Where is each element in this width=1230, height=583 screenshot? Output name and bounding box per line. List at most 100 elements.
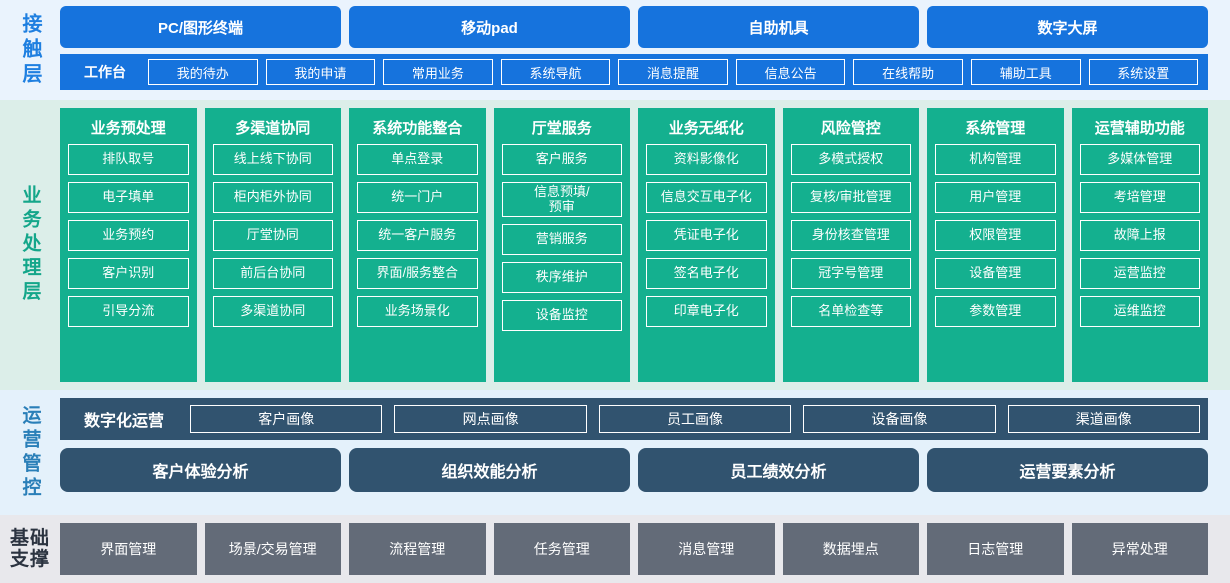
business-item[interactable]: 凭证电子化 bbox=[646, 220, 767, 251]
digital-ops-row: 数字化运营 客户画像 网点画像 员工画像 设备画像 渠道画像 bbox=[60, 398, 1208, 440]
business-item[interactable]: 排队取号 bbox=[68, 144, 189, 175]
business-column-items: 多媒体管理 考培管理 故障上报 运营监控 运维监控 bbox=[1079, 144, 1200, 327]
business-item[interactable]: 多模式授权 bbox=[790, 144, 911, 175]
workbench-item-application[interactable]: 我的申请 bbox=[265, 59, 376, 85]
ops-layer-band: 运营管控 数字化运营 客户画像 网点画像 员工画像 设备画像 渠道画像 客户体验… bbox=[0, 390, 1230, 515]
business-item[interactable]: 界面/服务整合 bbox=[357, 258, 478, 289]
business-item[interactable]: 参数管理 bbox=[935, 296, 1056, 327]
business-item[interactable]: 客户服务 bbox=[501, 144, 622, 175]
business-item[interactable]: 签名电子化 bbox=[646, 258, 767, 289]
business-item[interactable]: 多媒体管理 bbox=[1079, 144, 1200, 175]
business-item[interactable]: 业务场景化 bbox=[357, 296, 478, 327]
business-item[interactable]: 故障上报 bbox=[1079, 220, 1200, 251]
ops-layer-label: 运营管控 bbox=[0, 398, 60, 507]
business-item[interactable]: 身份核查管理 bbox=[790, 220, 911, 251]
analysis-item-org-efficiency[interactable]: 组织效能分析 bbox=[349, 448, 630, 492]
workbench-item-common-business[interactable]: 常用业务 bbox=[383, 59, 493, 85]
contact-layer-label: 接触层 bbox=[0, 6, 60, 94]
foundation-item-scene-transaction[interactable]: 场景/交易管理 bbox=[204, 523, 341, 575]
business-item[interactable]: 引导分流 bbox=[68, 296, 189, 327]
workbench-item-announcement[interactable]: 信息公告 bbox=[735, 59, 846, 85]
business-item[interactable]: 资料影像化 bbox=[646, 144, 767, 175]
foundation-item-data-tracking[interactable]: 数据埋点 bbox=[782, 523, 919, 575]
business-item[interactable]: 业务预约 bbox=[68, 220, 189, 251]
foundation-item-log-management[interactable]: 日志管理 bbox=[927, 523, 1064, 575]
channel-item-kiosk[interactable]: 自助机具 bbox=[638, 6, 919, 48]
business-item[interactable]: 客户识别 bbox=[68, 258, 189, 289]
business-item[interactable]: 厅堂协同 bbox=[212, 220, 333, 251]
business-item[interactable]: 冠字号管理 bbox=[790, 258, 911, 289]
analysis-item-label: 员工绩效分析 bbox=[730, 464, 827, 481]
foundation-item-ui-management[interactable]: 界面管理 bbox=[60, 523, 197, 575]
channel-item-bigscreen[interactable]: 数字大屏 bbox=[927, 6, 1208, 48]
business-column-title: 业务预处理 bbox=[90, 120, 166, 137]
channel-item-label: PC/图形终端 bbox=[157, 19, 243, 37]
foundation-item-label: 日志管理 bbox=[967, 541, 1024, 557]
analysis-item-employee-performance[interactable]: 员工绩效分析 bbox=[638, 448, 919, 492]
business-item[interactable]: 机构管理 bbox=[935, 144, 1056, 175]
ops-layer-label-text: 运营管控 bbox=[19, 404, 41, 501]
business-item[interactable]: 电子填单 bbox=[68, 182, 189, 213]
foundation-item-message-management[interactable]: 消息管理 bbox=[638, 523, 775, 575]
workbench-item-tools[interactable]: 辅助工具 bbox=[970, 59, 1081, 85]
portrait-item-channel[interactable]: 渠道画像 bbox=[1007, 405, 1200, 433]
business-item[interactable]: 信息交互电子化 bbox=[646, 182, 767, 213]
business-item[interactable]: 印章电子化 bbox=[646, 296, 767, 327]
business-item[interactable]: 用户管理 bbox=[935, 182, 1056, 213]
workbench-item-label: 常用业务 bbox=[411, 65, 464, 81]
foundation-layer-body: 界面管理 场景/交易管理 流程管理 任务管理 消息管理 数据埋点 日志管理 异常… bbox=[60, 523, 1230, 575]
business-column-items: 资料影像化 信息交互电子化 凭证电子化 签名电子化 印章电子化 bbox=[646, 144, 767, 327]
business-item[interactable]: 考培管理 bbox=[1079, 182, 1200, 213]
business-item[interactable]: 名单检查等 bbox=[790, 296, 911, 327]
business-layer-label: 业务处理层 bbox=[0, 108, 60, 382]
business-item[interactable]: 复核/审批管理 bbox=[790, 182, 911, 213]
portrait-item-label: 员工画像 bbox=[666, 411, 723, 427]
portrait-item-label: 设备画像 bbox=[871, 411, 928, 427]
analysis-item-ops-factors[interactable]: 运营要素分析 bbox=[927, 448, 1208, 492]
business-item[interactable]: 营销服务 bbox=[501, 224, 622, 256]
workbench-item-label: 信息公告 bbox=[764, 65, 817, 81]
portrait-item-customer[interactable]: 客户画像 bbox=[190, 405, 383, 433]
contact-layer-band: 接触层 PC/图形终端 移动pad 自助机具 数字大屏 工作台 我的待办 我的申… bbox=[0, 0, 1230, 100]
analysis-item-customer-experience[interactable]: 客户体验分析 bbox=[60, 448, 341, 492]
portrait-item-employee[interactable]: 员工画像 bbox=[598, 405, 792, 433]
business-column-lobby-service: 厅堂服务 客户服务 信息预填/ 预审 营销服务 秩序维护 设备监控 bbox=[493, 108, 630, 382]
business-item[interactable]: 线上线下协同 bbox=[212, 144, 333, 175]
business-item[interactable]: 前后台协同 bbox=[212, 258, 333, 289]
business-column-system-integration: 系统功能整合 单点登录 统一门户 统一客户服务 界面/服务整合 业务场景化 bbox=[349, 108, 486, 382]
channel-row: PC/图形终端 移动pad 自助机具 数字大屏 bbox=[60, 6, 1208, 48]
foundation-item-task-management[interactable]: 任务管理 bbox=[493, 523, 630, 575]
business-item[interactable]: 运维监控 bbox=[1079, 296, 1200, 327]
business-item[interactable]: 运营监控 bbox=[1079, 258, 1200, 289]
business-item[interactable]: 权限管理 bbox=[935, 220, 1056, 251]
business-column-title: 系统功能整合 bbox=[372, 120, 463, 137]
workbench-item-online-help[interactable]: 在线帮助 bbox=[853, 59, 963, 85]
portrait-item-branch[interactable]: 网点画像 bbox=[394, 405, 587, 433]
workbench-item-system-nav[interactable]: 系统导航 bbox=[500, 59, 611, 85]
foundation-item-label: 任务管理 bbox=[533, 541, 590, 557]
workbench-item-todo[interactable]: 我的待办 bbox=[148, 59, 258, 85]
business-item[interactable]: 统一门户 bbox=[357, 182, 478, 213]
workbench-item-message-alert[interactable]: 消息提醒 bbox=[618, 59, 728, 85]
business-item[interactable]: 柜内柜外协同 bbox=[212, 182, 333, 213]
channel-item-pad[interactable]: 移动pad bbox=[349, 6, 630, 48]
portrait-item-label: 渠道画像 bbox=[1075, 411, 1132, 427]
ops-layer-body: 数字化运营 客户画像 网点画像 员工画像 设备画像 渠道画像 客户体验分析 组织… bbox=[60, 398, 1230, 507]
business-item[interactable]: 秩序维护 bbox=[501, 262, 622, 294]
business-item[interactable]: 设备监控 bbox=[501, 300, 622, 332]
foundation-item-label: 界面管理 bbox=[100, 541, 157, 557]
business-column-items: 机构管理 用户管理 权限管理 设备管理 参数管理 bbox=[935, 144, 1056, 327]
workbench-item-settings[interactable]: 系统设置 bbox=[1088, 59, 1199, 85]
business-item[interactable]: 多渠道协同 bbox=[212, 296, 333, 327]
channel-item-label: 自助机具 bbox=[748, 19, 809, 37]
foundation-item-exception-handling[interactable]: 异常处理 bbox=[1071, 523, 1208, 575]
workbench-item-label: 我的申请 bbox=[294, 65, 347, 81]
channel-item-pc[interactable]: PC/图形终端 bbox=[60, 6, 341, 48]
business-item[interactable]: 信息预填/ 预审 bbox=[501, 182, 622, 218]
foundation-item-process-management[interactable]: 流程管理 bbox=[349, 523, 486, 575]
portrait-item-device[interactable]: 设备画像 bbox=[803, 405, 996, 433]
business-item[interactable]: 设备管理 bbox=[935, 258, 1056, 289]
business-item[interactable]: 单点登录 bbox=[357, 144, 478, 175]
business-item[interactable]: 统一客户服务 bbox=[357, 220, 478, 251]
